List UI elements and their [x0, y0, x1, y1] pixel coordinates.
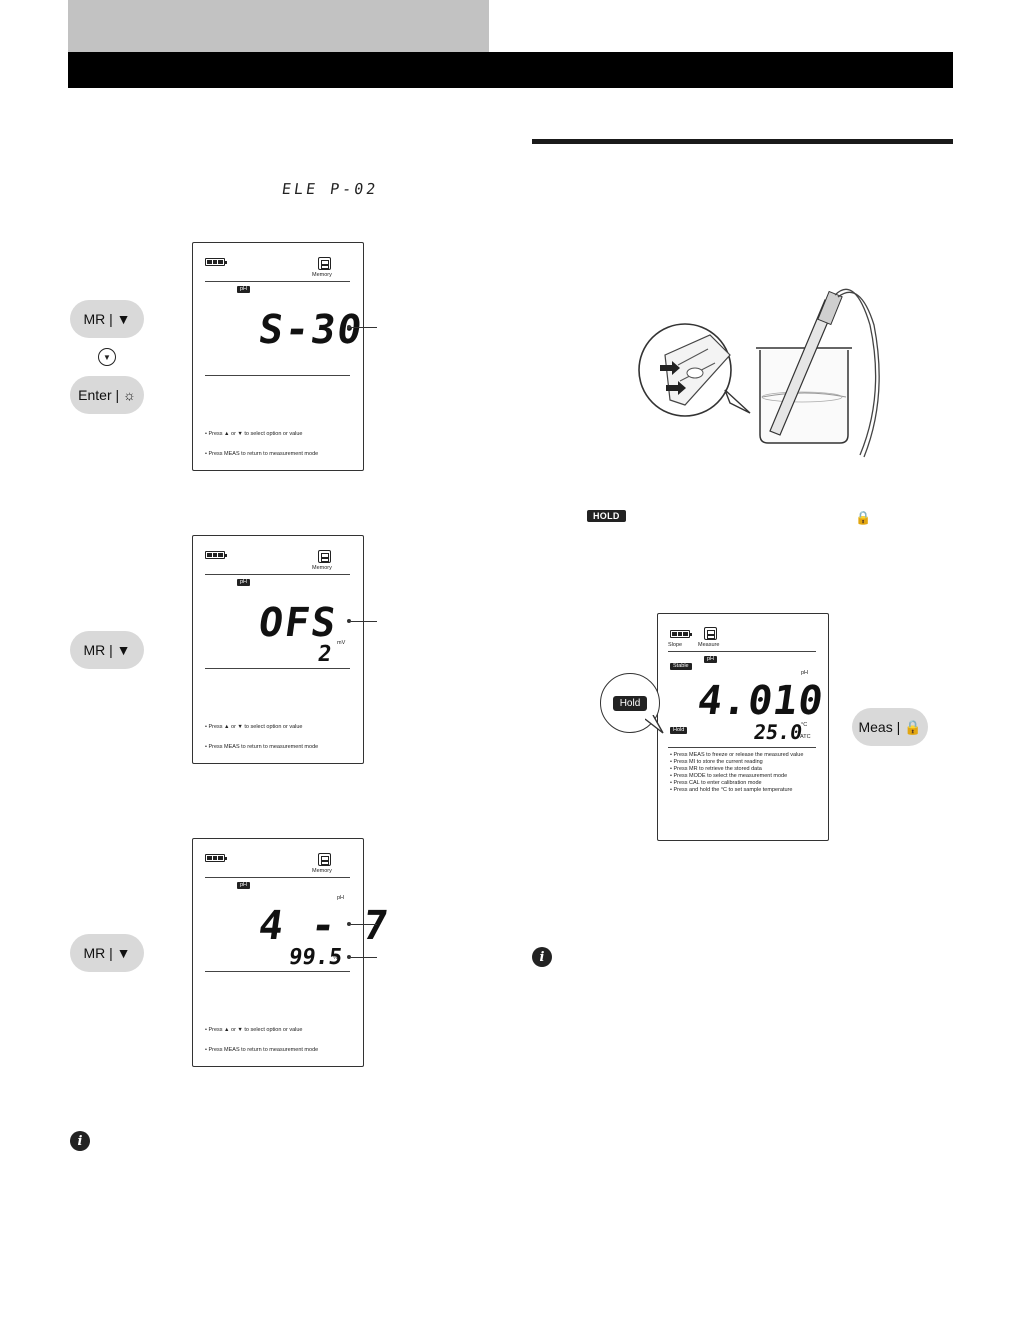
- info-icon-right: i: [532, 947, 552, 967]
- battery-icon: [205, 258, 227, 266]
- stable-tag: Stable: [670, 663, 692, 670]
- down-arrow-icon: ▼: [98, 348, 116, 366]
- hint-meas: • Press MEAS to return to measurement mo…: [205, 451, 319, 457]
- main-reading: 4.010: [694, 678, 827, 724]
- callout-line: [351, 327, 377, 328]
- battery-icon: [205, 854, 227, 862]
- slope-label: Slope: [668, 642, 683, 648]
- meter-hint: • Press MEAS to freeze or release the me…: [670, 752, 804, 758]
- temperature-reading: 25.0: [752, 720, 804, 744]
- meter-hint: • Press MR to retrieve the stored data: [670, 766, 762, 772]
- callout-dot: [347, 619, 351, 623]
- ph-tag: pH: [237, 579, 251, 586]
- lcd-screen-1: Memory pH S-30 • Press ▲ or ▼ to select …: [192, 242, 367, 471]
- meas-button[interactable]: Meas | 🔒: [852, 708, 928, 746]
- secondary-reading: 2: [316, 642, 336, 667]
- memory-label: Memory: [312, 868, 332, 874]
- unit-ph: pH: [337, 895, 345, 901]
- section-rule: [532, 139, 953, 144]
- memory-label: Memory: [312, 272, 332, 278]
- electrode-display-code: ELE P-02: [280, 180, 380, 198]
- ph-tag: pH: [704, 656, 718, 663]
- measure-icon: [704, 627, 717, 640]
- hint-select: • Press ▲ or ▼ to select option or value: [205, 724, 303, 730]
- bubble-pointer: [645, 715, 664, 734]
- enter-button[interactable]: Enter | ☼: [70, 376, 144, 414]
- hint-select: • Press ▲ or ▼ to select option or value: [205, 431, 303, 437]
- hint-select: • Press ▲ or ▼ to select option or value: [205, 1027, 303, 1033]
- callout-dot: [347, 325, 351, 329]
- divider: [205, 877, 350, 878]
- atc-label: ATC: [800, 734, 811, 740]
- divider: [205, 574, 350, 575]
- mr-button-2[interactable]: MR | ▼: [70, 631, 144, 669]
- unit-percent: %: [333, 955, 338, 961]
- mr-button-3[interactable]: MR | ▼: [70, 934, 144, 972]
- hint-meas: • Press MEAS to return to measurement mo…: [205, 1047, 319, 1053]
- meter-hint: • Press MI to store the current reading: [670, 759, 763, 765]
- unit-mv: mV: [337, 640, 346, 646]
- hint-meas: • Press MEAS to return to measurement mo…: [205, 744, 319, 750]
- temperature-unit: °C: [801, 722, 808, 728]
- mr-button[interactable]: MR | ▼: [70, 300, 144, 338]
- memory-icon: [318, 257, 331, 270]
- measure-label: Measure: [698, 642, 720, 648]
- hold-tag: Hold: [670, 727, 688, 734]
- divider: [668, 651, 816, 652]
- ph-tag: pH: [237, 286, 251, 293]
- memory-icon: [318, 550, 331, 563]
- ph-tag: pH: [237, 882, 251, 889]
- meter-hint-list: • Press MEAS to freeze or release the me…: [670, 752, 803, 794]
- header-black-bar: [68, 52, 953, 88]
- callout-line: [351, 621, 377, 622]
- main-reading: OFS: [255, 600, 341, 646]
- callout-dot: [347, 922, 351, 926]
- meter-hint: • Press MODE to select the measurement m…: [670, 773, 788, 779]
- callout-line: [351, 957, 377, 958]
- unit-ph: pH: [801, 670, 809, 676]
- divider: [668, 747, 816, 748]
- callout-dot: [347, 955, 351, 959]
- electrode-in-beaker-illustration: [638, 288, 880, 458]
- hold-bubble-label: Hold: [612, 695, 648, 711]
- main-reading: S-30: [255, 307, 367, 353]
- lcd-screen-2: Memory pH OFS 2 mV • Press ▲ or ▼ to sel…: [192, 535, 364, 764]
- meter-screen-hold: Slope Measure Stable pH pH 4.010 25.0 °C…: [657, 613, 829, 841]
- divider: [205, 971, 350, 972]
- meter-hint: • Press CAL to enter calibration mode: [670, 780, 762, 786]
- battery-icon: [670, 630, 692, 638]
- info-icon: i: [70, 1131, 90, 1151]
- callout-line: [351, 924, 377, 925]
- main-reading: 4 - 7: [255, 903, 393, 949]
- meter-hint: • Press and hold the °C to set sample te…: [670, 787, 793, 793]
- battery-icon: [205, 551, 227, 559]
- divider: [205, 281, 350, 282]
- header-gray-tab: [68, 0, 489, 52]
- lock-icon: 🔒: [855, 510, 872, 525]
- divider: [205, 668, 350, 669]
- memory-label: Memory: [312, 565, 332, 571]
- lcd-screen-3: Memory pH pH 4 - 7 99.5 % • Press ▲ or ▼…: [192, 838, 393, 1067]
- hold-badge: HOLD: [587, 510, 626, 522]
- divider: [205, 375, 350, 376]
- hold-callout-bubble: Hold: [600, 673, 660, 733]
- memory-icon: [318, 853, 331, 866]
